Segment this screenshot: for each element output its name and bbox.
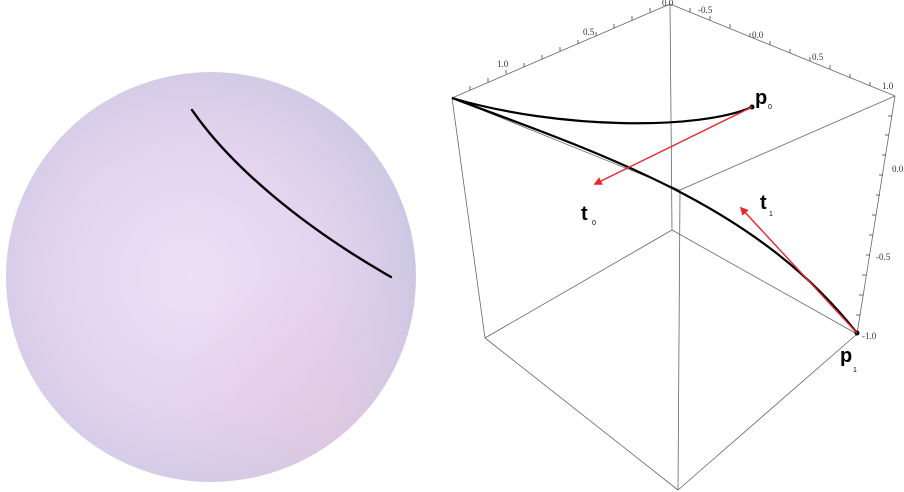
right-axis-tick-0: 0.0 <box>892 164 904 174</box>
right-axis-tick-1: -0.5 <box>876 252 891 262</box>
cube-frame <box>451 3 896 491</box>
label-t0: t 0 <box>581 203 596 227</box>
svg-text:0: 0 <box>592 220 596 227</box>
sphere-curve <box>190 108 393 279</box>
tangent-arrow-t0 <box>593 106 753 185</box>
curve-upper <box>451 96 753 125</box>
svg-text:0: 0 <box>768 104 772 111</box>
svg-text:t: t <box>581 203 588 225</box>
top-axis-tick-0: 0.0 <box>662 0 674 8</box>
left-axis-tick-1: 1.0 <box>497 59 509 69</box>
top-axis-tick-4: 1.0 <box>882 81 894 91</box>
label-t1: t 1 <box>760 192 773 218</box>
right-axis-tick-2: -1.0 <box>862 331 877 341</box>
tangent-arrow-t1 <box>739 206 858 334</box>
top-axis-tick-3: 0.5 <box>812 52 824 62</box>
svg-text:1: 1 <box>769 211 773 218</box>
sphere-tint <box>6 72 416 482</box>
svg-text:t: t <box>760 192 767 214</box>
label-p1: p 1 <box>840 345 857 374</box>
svg-text:p: p <box>755 87 767 109</box>
left-axis-tick-0: 0.5 <box>583 27 595 37</box>
top-left-axis-ticks <box>469 8 651 90</box>
sphere-panel <box>6 72 416 482</box>
curve-lower <box>451 96 858 334</box>
label-p0: p 0 <box>755 87 772 111</box>
svg-text:1: 1 <box>853 367 857 374</box>
svg-text:p: p <box>840 345 852 367</box>
top-axis-tick-1: -0.5 <box>698 5 713 15</box>
cube-panel: 0.0 -0.5 0.0 0.5 1.0 0.5 1.0 0.0 -0.5 -1… <box>451 0 904 491</box>
right-axis-ticks <box>856 115 892 316</box>
top-right-axis-ticks <box>689 8 871 86</box>
top-axis-tick-2: 0.0 <box>752 30 764 40</box>
